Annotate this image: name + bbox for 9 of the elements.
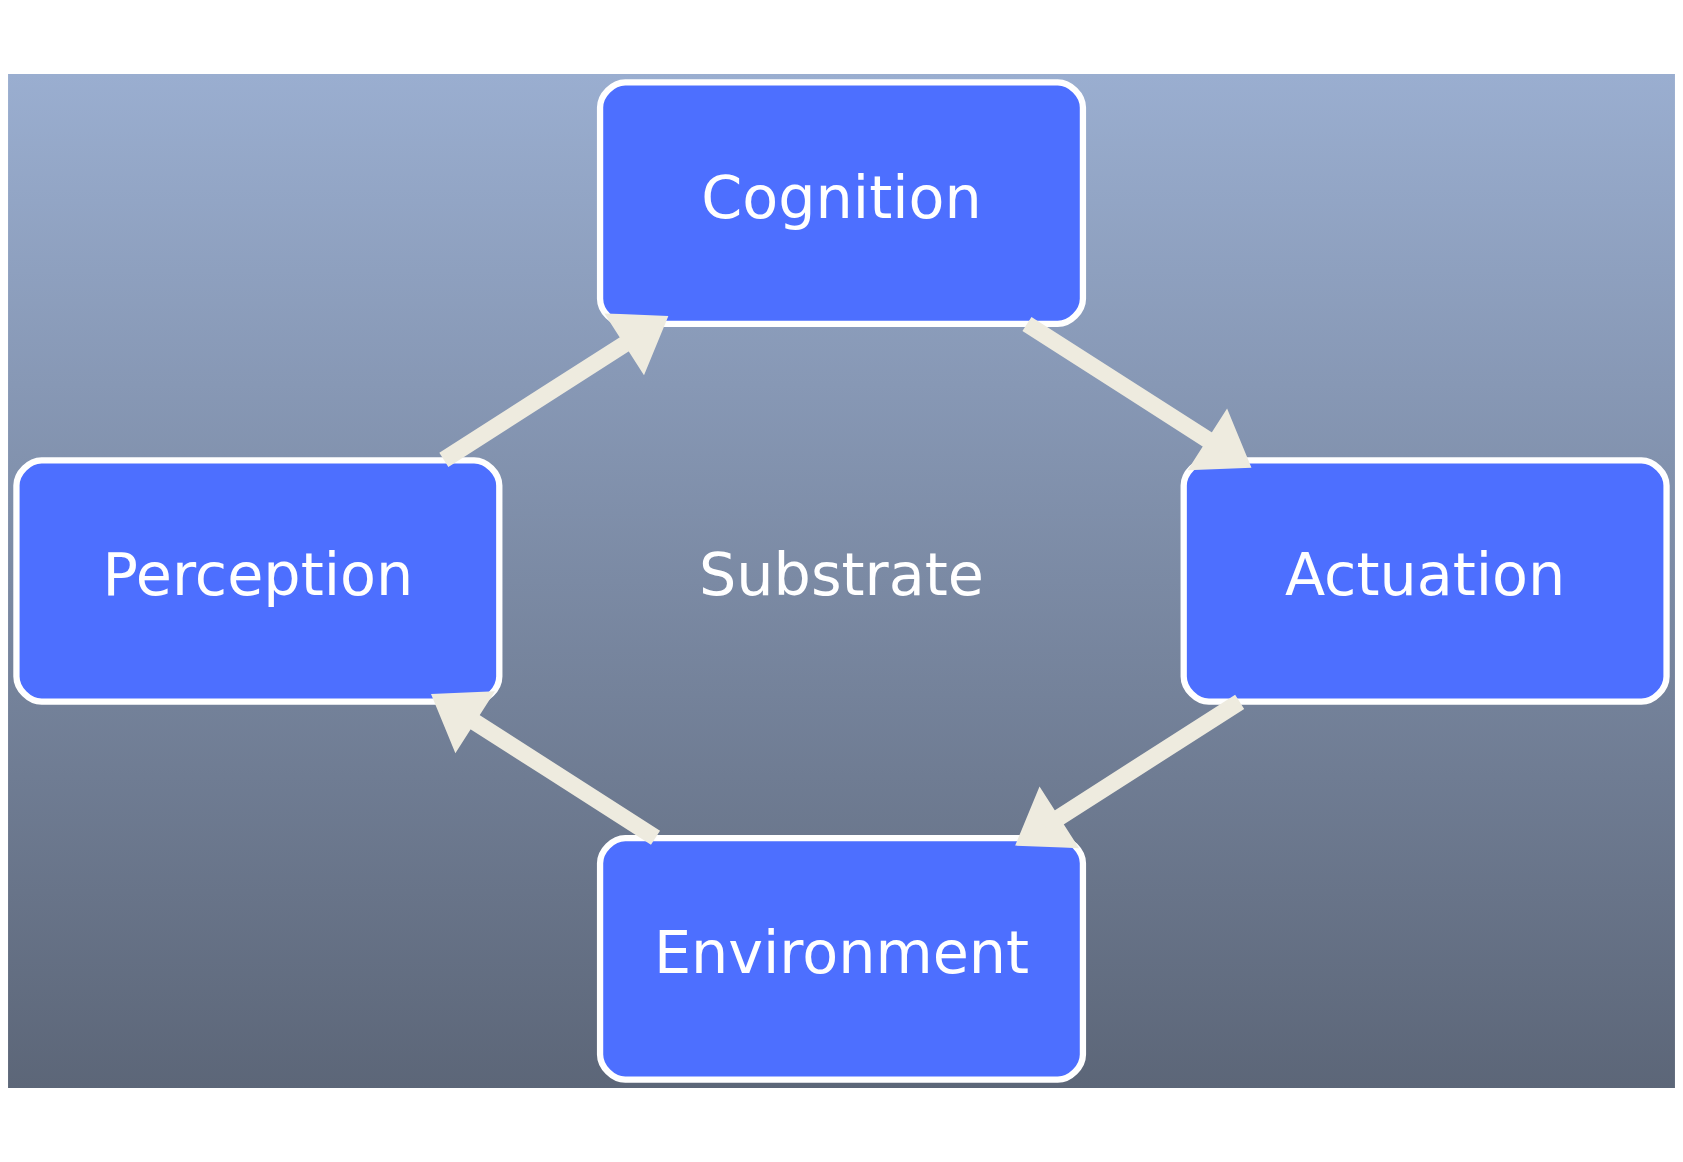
node-box: Cognition (596, 79, 1087, 327)
label: Substrate (699, 540, 984, 610)
arrow (439, 313, 669, 467)
node-box: Environment (596, 835, 1087, 1083)
arrow (431, 691, 661, 845)
node-box: Actuation (1180, 457, 1670, 705)
node-box: Perception (13, 457, 503, 705)
arrow (1015, 694, 1245, 849)
arrow (1022, 316, 1252, 471)
